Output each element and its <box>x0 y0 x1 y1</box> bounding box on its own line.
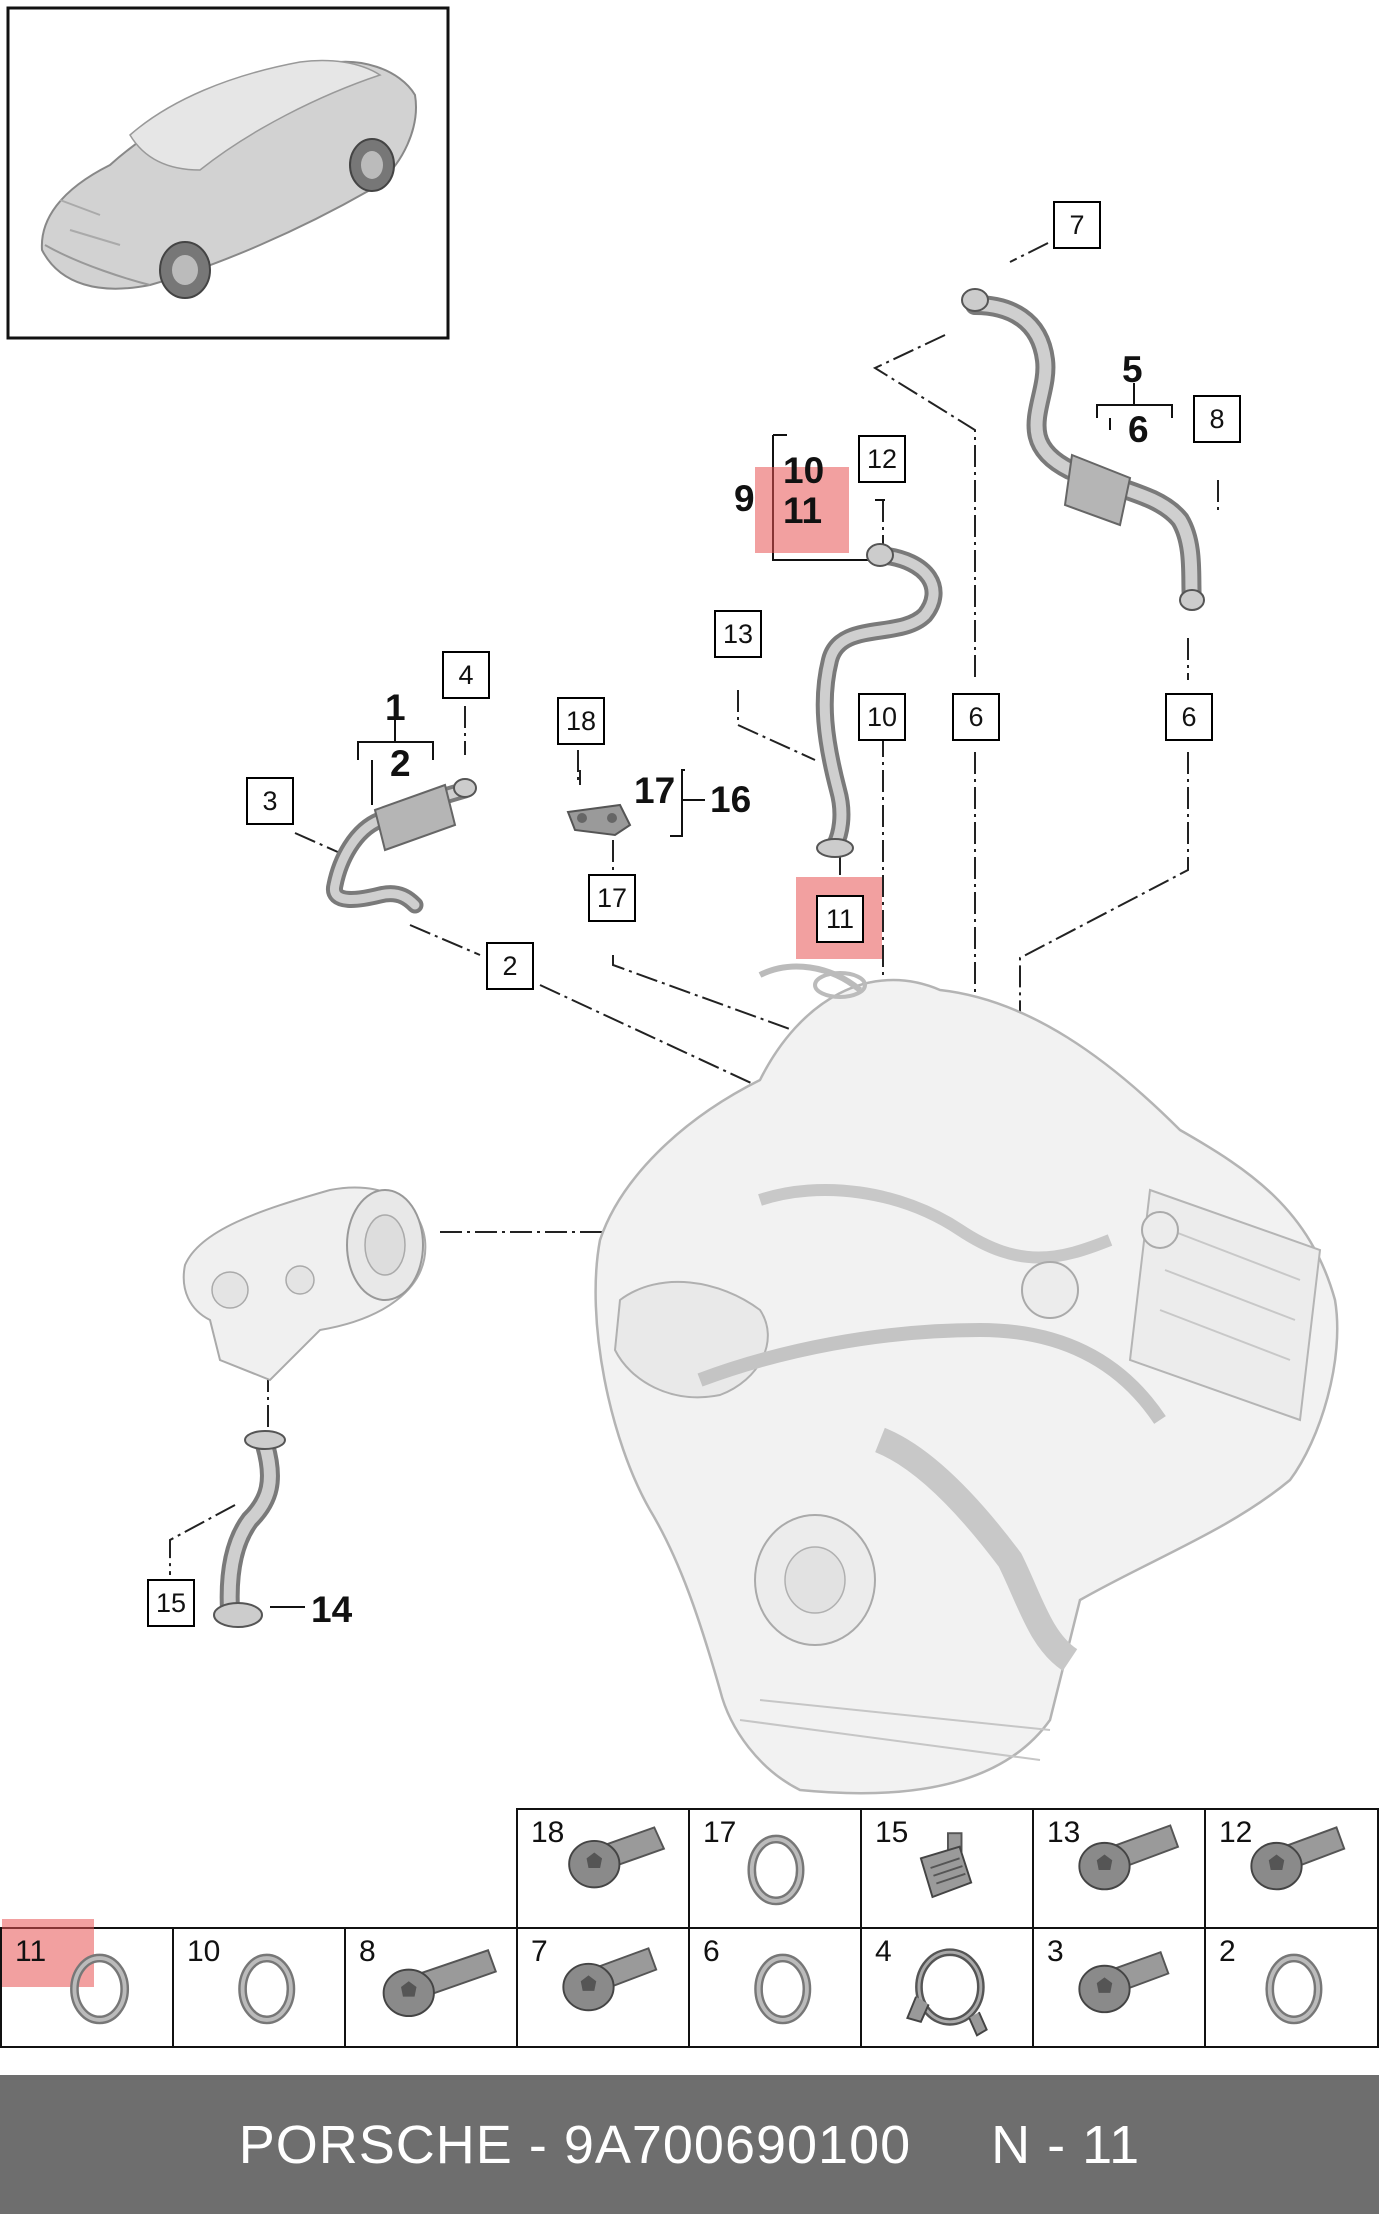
torx-bolt-long-icon <box>382 1949 498 2017</box>
part-cell-18[interactable]: 18 <box>516 1808 690 1929</box>
callout-6-top[interactable]: 6 <box>1128 409 1149 450</box>
part-cell-4[interactable]: 4 <box>860 1927 1034 2048</box>
o-ring-icon <box>747 1834 805 1906</box>
part-cell-12[interactable]: 12 <box>1204 1808 1379 1929</box>
part-number: 13 <box>1047 1816 1081 1849</box>
o-ring-icon <box>754 1953 812 2025</box>
part-number: 2 <box>1219 1935 1236 1968</box>
coolant-pipe-left <box>326 778 477 914</box>
position-code: N - 11 <box>991 2114 1141 2175</box>
coolant-pipe-upper-right <box>961 288 1205 611</box>
callout-9[interactable]: 9 <box>734 478 755 519</box>
o-ring-icon <box>70 1953 130 2025</box>
part-number: 18 <box>531 1816 565 1849</box>
callout-7[interactable]: 7 <box>1053 201 1101 249</box>
callout-15[interactable]: 15 <box>147 1579 195 1627</box>
torx-bolt-icon <box>1078 1824 1180 1891</box>
callout-14[interactable]: 14 <box>311 1589 353 1630</box>
callout-6-middle[interactable]: 6 <box>952 693 1000 741</box>
torx-bolt-icon <box>568 1826 666 1889</box>
part-number: 3 <box>1047 1935 1064 1968</box>
torx-bolt-icon <box>562 1947 658 2012</box>
callout-3[interactable]: 3 <box>246 777 294 825</box>
callout-11-top[interactable]: 11 <box>783 490 823 531</box>
callout-2[interactable]: 2 <box>390 743 411 784</box>
part-number: 7 <box>531 1935 548 1968</box>
callout-10[interactable]: 10 <box>858 693 906 741</box>
callout-6-right[interactable]: 6 <box>1165 693 1213 741</box>
part-number: 11 <box>15 1935 47 1968</box>
separator: - <box>512 2114 564 2175</box>
torx-bolt-icon <box>1250 1826 1346 1891</box>
torx-bolt-icon <box>1078 1950 1170 2014</box>
part-number: 9A700690100 <box>563 2114 912 2175</box>
callout-4[interactable]: 4 <box>442 651 490 699</box>
part-cell-7[interactable]: 7 <box>516 1927 690 2048</box>
callout-13[interactable]: 13 <box>714 610 762 658</box>
brand-name: PORSCHE <box>238 2114 513 2175</box>
callout-17[interactable]: 17 <box>634 770 676 811</box>
o-ring-icon <box>1265 1953 1323 2025</box>
part-cell-13[interactable]: 13 <box>1032 1808 1206 1929</box>
part-number: 17 <box>703 1816 737 1849</box>
part-number: 6 <box>703 1935 720 1968</box>
mounting-bracket <box>566 803 632 837</box>
callout-2-box[interactable]: 2 <box>486 942 534 990</box>
o-ring-icon <box>238 1953 296 2025</box>
banjo-bolt-icon <box>919 1832 973 1899</box>
vehicle-thumbnail <box>6 6 450 340</box>
exploded-parts-diagram: 7 8 12 13 10 6 6 4 18 3 17 11 2 15 5 6 9… <box>6 6 1339 1795</box>
hose-clamp-icon <box>906 1948 988 2037</box>
part-cell-8[interactable]: 8 <box>344 1927 518 2048</box>
part-cell-2[interactable]: 2 <box>1204 1927 1379 2048</box>
engine-assembly <box>594 963 1339 1795</box>
callout-17-box[interactable]: 17 <box>588 874 636 922</box>
oil-return-pipe <box>213 1430 286 1628</box>
part-cell-17[interactable]: 17 <box>688 1808 862 1929</box>
callout-5[interactable]: 5 <box>1122 349 1143 390</box>
highlight-11-upper <box>755 467 849 553</box>
part-cell-11[interactable]: 11 <box>0 1919 174 2048</box>
part-number: 4 <box>875 1935 892 1968</box>
spacer <box>911 2114 991 2176</box>
parts-table: 18 17 15 13 12 <box>0 1808 1379 2048</box>
part-cell-3[interactable]: 3 <box>1032 1927 1206 2048</box>
coolant-pipe-middle <box>815 543 943 858</box>
callout-11-box[interactable]: 11 <box>816 895 864 943</box>
callout-18[interactable]: 18 <box>557 697 605 745</box>
callout-16[interactable]: 16 <box>710 779 752 820</box>
part-cell-6[interactable]: 6 <box>688 1927 862 2048</box>
callout-12[interactable]: 12 <box>858 435 906 483</box>
part-number: 8 <box>359 1935 376 1968</box>
part-number-footer: PORSCHE - 9A700690100 N - 11 <box>0 2075 1379 2214</box>
callout-10-top[interactable]: 10 <box>783 450 825 491</box>
callout-8[interactable]: 8 <box>1193 395 1241 443</box>
part-number: 12 <box>1219 1816 1253 1849</box>
part-number: 15 <box>875 1816 909 1849</box>
turbocharger <box>182 1186 427 1382</box>
part-cell-15[interactable]: 15 <box>860 1808 1034 1929</box>
part-cell-10[interactable]: 10 <box>172 1927 346 2048</box>
callout-1[interactable]: 1 <box>385 687 406 728</box>
part-number: 10 <box>187 1935 221 1968</box>
